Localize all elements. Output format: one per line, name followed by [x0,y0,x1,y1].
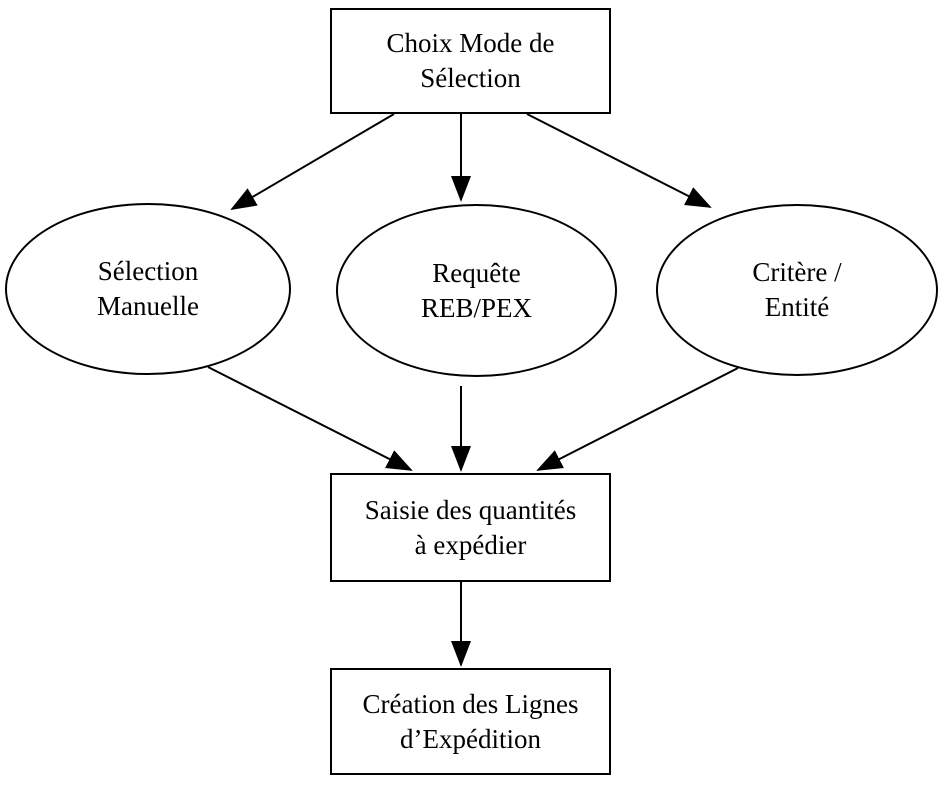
node-shipping-lines-creation: Création des Lignes d’Expédition [330,668,611,775]
node-reb-pex-request-label: Requête REB/PEX [420,257,533,323]
node-reb-pex-request: Requête REB/PEX [336,204,617,377]
node-quantities-entry-label: Saisie des quantités à expédier [364,494,577,560]
node-criteria-entity: Critère / Entité [656,204,938,376]
arrow-choice-to-manual [230,113,395,211]
node-choice-mode: Choix Mode de Sélection [330,8,611,114]
arrow-choice-to-criteria [526,113,712,208]
node-choice-mode-label: Choix Mode de Sélection [386,28,555,93]
node-shipping-lines-creation-label: Création des Lignes d’Expédition [362,688,579,754]
node-manual-selection-label: Sélection Manuelle [97,256,199,321]
node-quantities-entry: Saisie des quantités à expédier [330,473,611,582]
arrow-manual-to-saisie [207,366,413,471]
arrow-criteria-to-saisie [536,367,739,471]
node-criteria-entity-label: Critère / Entité [752,257,842,322]
node-manual-selection: Sélection Manuelle [5,203,291,375]
